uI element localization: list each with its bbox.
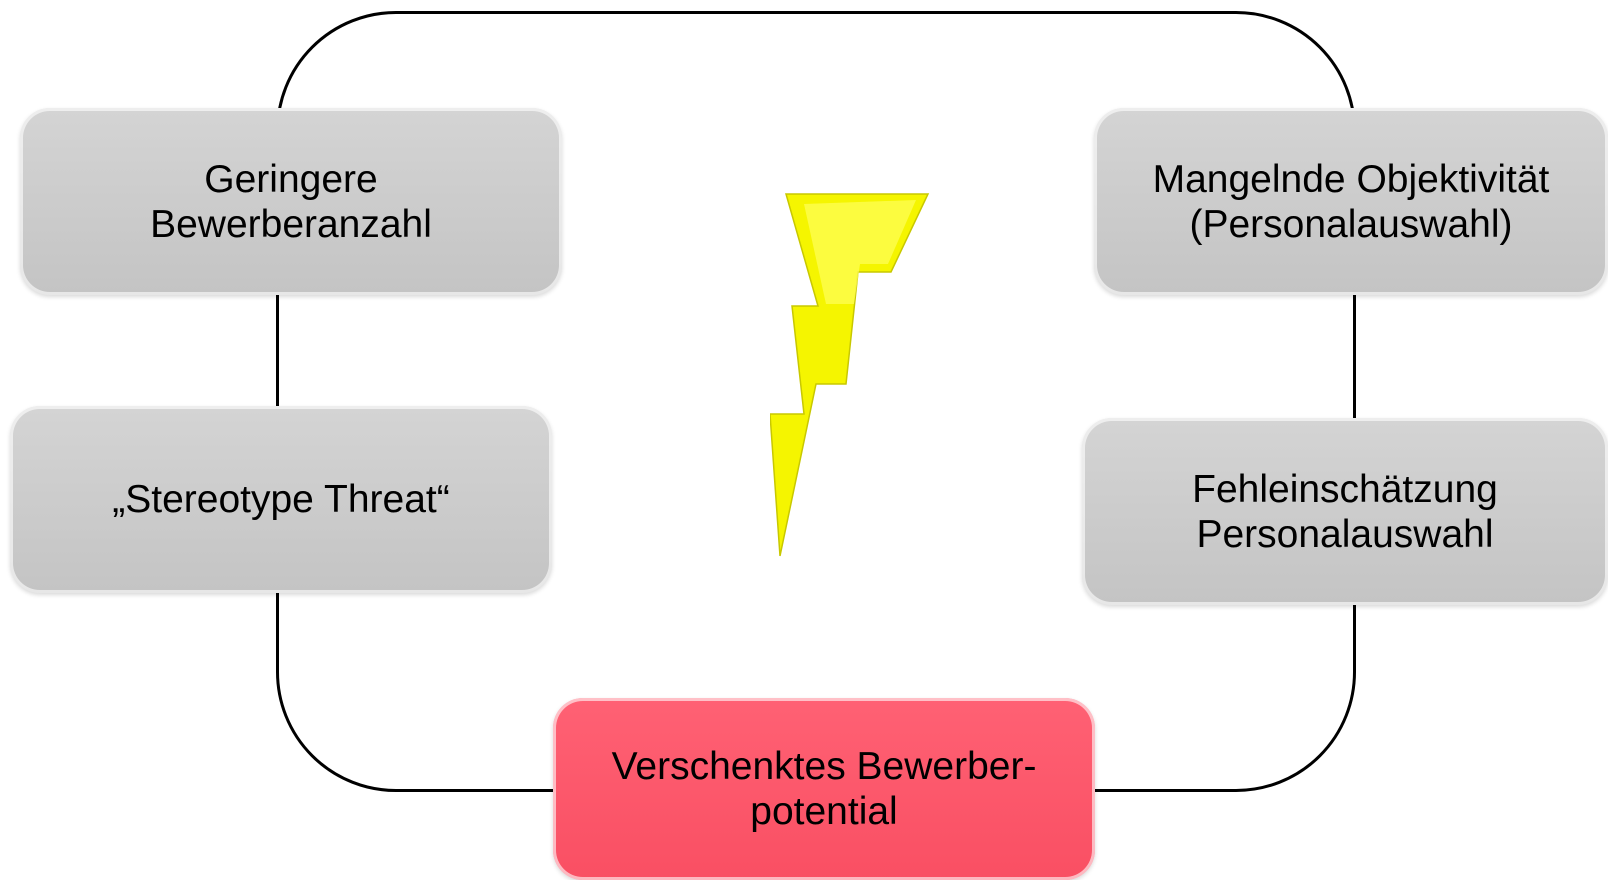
lightning-bolt-icon [770, 193, 930, 557]
node-geringere-bewerberanzahl: Geringere Bewerberanzahl [20, 108, 562, 295]
node-verschenktes-potential: Verschenktes Bewerber- potential [553, 698, 1095, 880]
node-stereotype-threat: „Stereotype Threat“ [10, 406, 552, 593]
node-mangelnde-objektivitaet: Mangelnde Objektivität (Personalauswahl) [1094, 108, 1608, 295]
node-fehleinschaetzung: Fehleinschätzung Personalauswahl [1082, 418, 1608, 605]
